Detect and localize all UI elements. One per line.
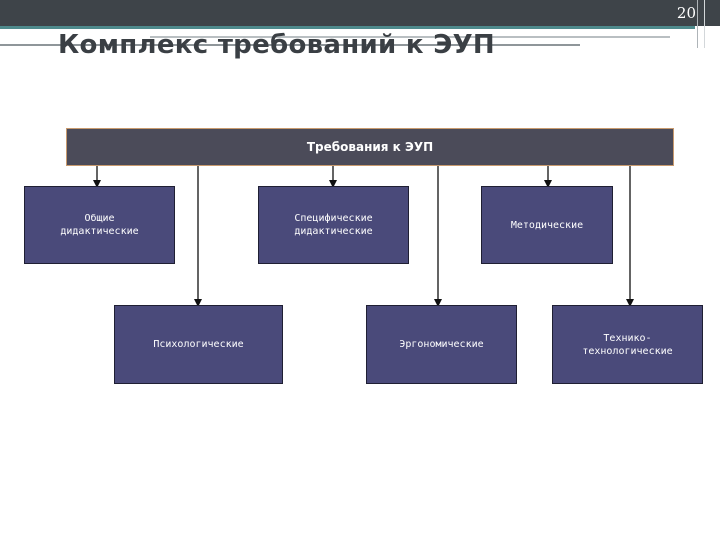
header-bar xyxy=(0,0,720,26)
node-psychological: Психологические xyxy=(114,305,283,384)
node-ergonomic: Эргономические xyxy=(366,305,517,384)
header-stripe-dark xyxy=(0,44,580,46)
node-methodical: Методические xyxy=(481,186,613,264)
header-vertical-line xyxy=(697,0,698,48)
node-technical-technological: Технико- технологические xyxy=(552,305,703,384)
root-node: Требования к ЭУП xyxy=(66,128,674,166)
header-vertical-line-2 xyxy=(704,0,705,48)
header-stripe-gray xyxy=(150,36,670,38)
node-specific-didactic: Специфические дидактические xyxy=(258,186,409,264)
node-general-didactic: Общие дидактические xyxy=(24,186,175,264)
page-number: 20 xyxy=(676,4,696,22)
page-title: Комплекс требований к ЭУП xyxy=(58,30,495,60)
header-stripe-teal xyxy=(0,26,695,29)
